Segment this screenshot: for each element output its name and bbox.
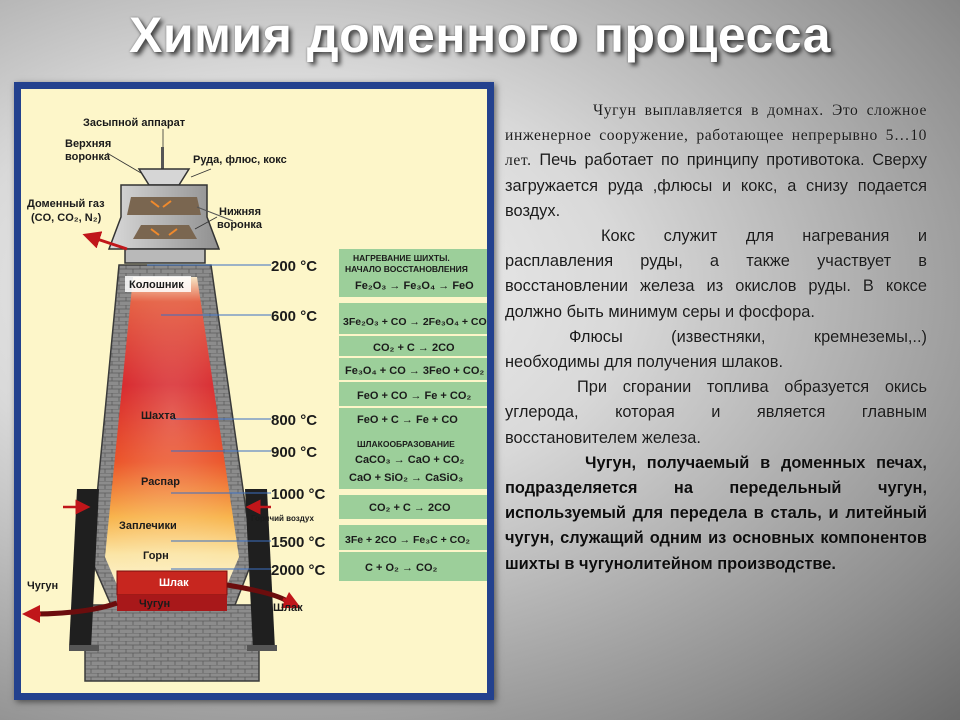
reaction-6: FeO + C → Fe + CO (357, 414, 458, 426)
reaction-boxes (339, 249, 487, 581)
reaction-heading-slag: ШЛАКООБРАЗОВАНИЕ (357, 439, 455, 449)
reaction-9: CO₂ + C → 2CO (369, 502, 451, 514)
label-bosh: Распар (141, 476, 180, 488)
blast-furnace-diagram: Засыпной аппарат Верхняя воронка Руда, ф… (14, 82, 494, 700)
paragraph-furnace-intro-rest: Печь работает по принципу противотока. С… (505, 151, 927, 220)
reaction-11: C + O₂ → CO₂ (365, 562, 438, 574)
temperature-900: 900 °C (271, 444, 317, 461)
label-iron: Чугун (139, 598, 170, 610)
paragraph-coke: Кокс служит для нагревания и расплавлени… (505, 227, 927, 321)
temperature-2000: 2000 °C (271, 562, 326, 579)
explanatory-text: Чугун выплавляется в домнах. Это сложное… (505, 98, 927, 577)
label-lower-funnel-2: воронка (217, 219, 263, 231)
charging-apparatus (107, 147, 221, 264)
label-furnace-gas-1: Доменный газ (27, 198, 105, 210)
reaction-8: CaO + SiO₂ → CaSiO₃ (349, 472, 463, 484)
label-upper-funnel-1: Верхняя (65, 138, 111, 150)
label-top: Колошник (129, 279, 184, 291)
temperature-1000: 1000 °C (271, 486, 326, 503)
label-shaft: Шахта (141, 410, 177, 422)
reaction-5: FeO + CO → Fe + CO₂ (357, 390, 471, 402)
reaction-3: CO₂ + C → 2CO (373, 342, 455, 354)
label-leader-lines (106, 129, 218, 230)
reaction-4: Fe₃O₄ + CO → 3FeO + CO₂ (345, 365, 484, 377)
furnace-illustration: Засыпной аппарат Верхняя воронка Руда, ф… (22, 117, 487, 682)
label-hot-air: Горячий воздух (251, 514, 314, 523)
label-hearth: Горн (143, 550, 169, 562)
slide-title: Химия доменного процесса (128, 7, 832, 63)
label-slag: Шлак (159, 577, 189, 589)
paragraph-fluxes: Флюсы (известняки, кремнеземы,..) необхо… (505, 327, 927, 372)
reaction-heading-heating-1: НАГРЕВАНИЕ ШИХТЫ. (353, 253, 450, 263)
paragraph-carbon-monoxide: При сгорании топлива образуется окись уг… (505, 378, 927, 447)
temperature-1500: 1500 °C (271, 534, 326, 551)
label-furnace-gas-2: (CO, CO₂, N₂) (31, 212, 102, 224)
reaction-10: 3Fe + 2CO → Fe₃C + CO₂ (345, 534, 470, 546)
label-ore-flux-coke: Руда, флюс, кокс (193, 154, 287, 166)
reaction-heading-heating-2: НАЧАЛО ВОССТАНОВЛЕНИЯ (345, 264, 468, 274)
diagram-panel: Засыпной аппарат Верхняя воронка Руда, ф… (21, 89, 487, 693)
label-iron-out: Чугун (27, 580, 58, 592)
gas-outlet (82, 206, 234, 251)
temperature-800: 800 °C (271, 412, 317, 429)
paragraph-furnace-intro: Чугун выплавляется в домнах. Это сложное… (505, 98, 927, 224)
temperature-200: 200 °C (271, 258, 317, 275)
reaction-2: 3Fe₂O₃ + CO → 2Fe₃O₄ + CO₂ (343, 316, 487, 328)
temperature-leader-lines (147, 264, 271, 570)
paragraph-cast-iron-types: Чугун, получаемый в доменных печах, подр… (505, 453, 927, 573)
paragraph-furnace-intro-serif: Чугун выплавляется в домнах. Это сложное… (505, 102, 927, 170)
label-charging-apparatus: Засыпной аппарат (83, 117, 186, 129)
label-lower-funnel-1: Нижняя (219, 206, 261, 218)
temperature-600: 600 °C (271, 308, 317, 325)
reaction-7: CaCO₃ → CaO + CO₂ (355, 454, 464, 466)
furnace-shell (69, 264, 277, 682)
label-slag-out: Шлак (273, 602, 303, 614)
reaction-1: Fe₂O₃ → Fe₃O₄ → FeO (355, 280, 474, 292)
label-upper-funnel-2: воронка (65, 151, 111, 163)
tap-outlets (22, 582, 302, 623)
label-shoulders: Заплечики (119, 520, 177, 532)
